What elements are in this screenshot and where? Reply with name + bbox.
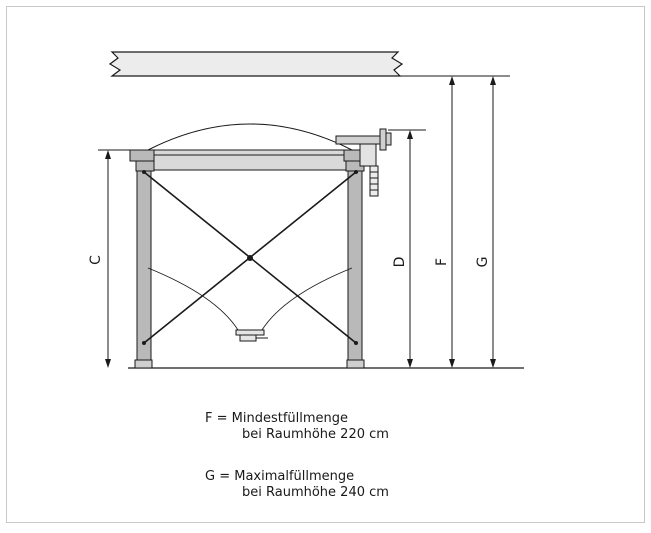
legend-g-line2: bei Raumhöhe 240 cm	[242, 485, 389, 500]
legend-g: G = Maximalfüllmenge bei Raumhöhe 240 cm	[205, 469, 389, 501]
legend-f-line1: F = Mindestfüllmenge	[205, 411, 349, 426]
ceiling-slab	[108, 51, 404, 77]
bracing-bolts	[142, 170, 358, 345]
dimension-label-g: G	[475, 257, 491, 268]
dimension-label-c: C	[88, 255, 104, 265]
dimension-label-d: D	[392, 257, 408, 268]
dimension-d	[407, 130, 413, 368]
dimension-label-f: F	[434, 258, 450, 266]
frame-feet	[134, 359, 365, 369]
level-gauge	[369, 165, 379, 197]
dimension-c	[105, 150, 111, 368]
legend-f-line2: bei Raumhöhe 220 cm	[242, 427, 389, 442]
outlet-valve	[235, 329, 268, 342]
dimension-g	[490, 76, 496, 368]
dimension-f	[449, 76, 455, 368]
fill-pipe	[335, 128, 392, 167]
tank-dome	[147, 123, 353, 151]
frame-border	[6, 6, 645, 523]
tank-rim	[147, 149, 353, 171]
fabric-bag	[147, 267, 353, 331]
legend-f: F = Mindestfüllmenge bei Raumhöhe 220 cm	[205, 411, 389, 443]
legend-g-line1: G = Maximalfüllmenge	[205, 469, 355, 484]
